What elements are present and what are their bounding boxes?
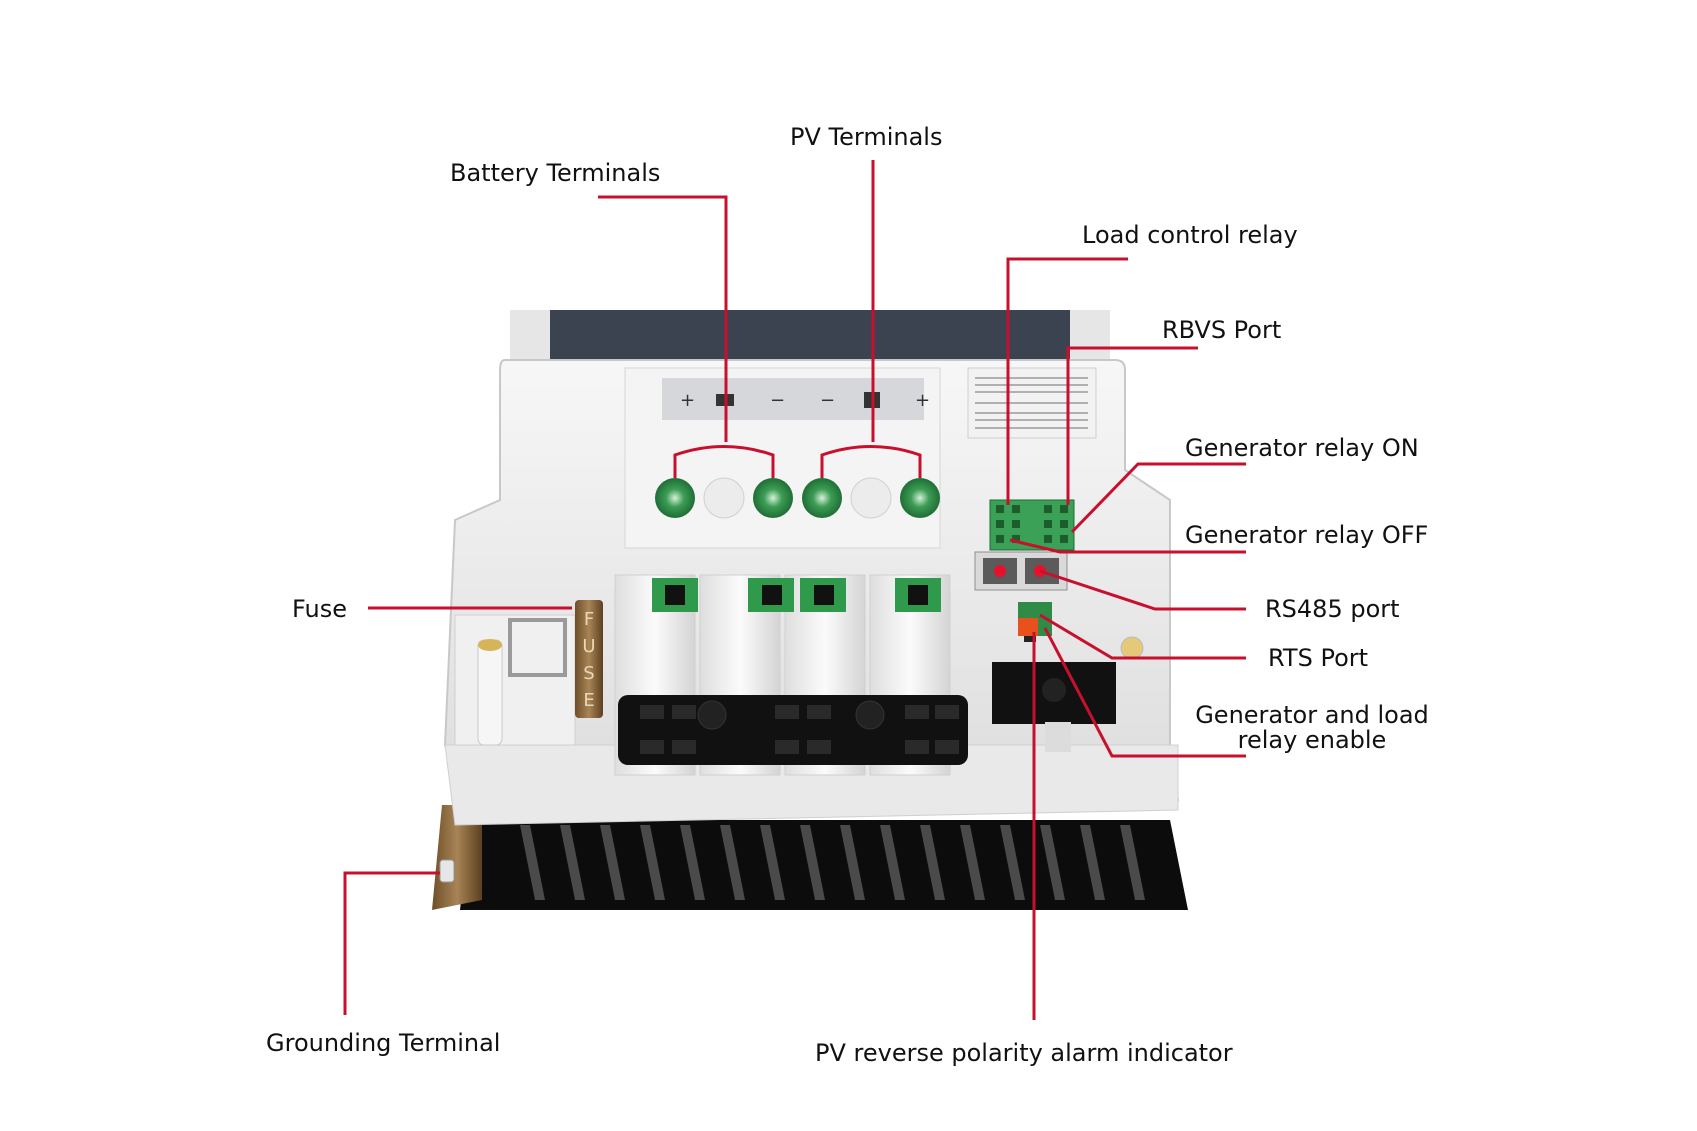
callout-gen-off [1009, 538, 1246, 554]
battery-plus-sign: + [680, 390, 695, 411]
cable-clamp [618, 695, 968, 765]
fuse-cavity: F U S E [454, 600, 603, 746]
label-load-control-relay: Load control relay [1082, 221, 1298, 249]
callout-battery [598, 195, 775, 478]
pv-plus-sign: + [915, 390, 930, 411]
grounding-bracket [432, 805, 482, 910]
heatsink [460, 820, 1188, 910]
battery-minus-sign: − [770, 390, 785, 411]
label-generator-relay-off: Generator relay OFF [1185, 521, 1429, 549]
label-generator-relay-on: Generator relay ON [1185, 434, 1419, 462]
terminal-screws [655, 477, 940, 519]
label-pv-reverse-polarity: PV reverse polarity alarm indicator [815, 1039, 1233, 1067]
small-clamp [992, 662, 1116, 752]
callout-rs485 [1039, 569, 1246, 611]
display-panel [540, 310, 1080, 370]
rj-ports [974, 551, 1068, 591]
label-rts-port: RTS Port [1268, 644, 1369, 672]
label-rbvs-port: RBVS Port [1162, 316, 1282, 344]
terminal-strip: + − − + [624, 367, 941, 549]
label-battery-terminals: Battery Terminals [450, 159, 661, 187]
label-rs485-port: RS485 port [1265, 595, 1400, 623]
label-grounding-terminal: Grounding Terminal [266, 1029, 501, 1057]
relay-connector [989, 499, 1075, 551]
callout-rbvs [1066, 346, 1198, 505]
fuse-letter-e: E [583, 690, 594, 711]
fuse [575, 600, 603, 718]
pv-minus-sign: − [820, 390, 835, 411]
label-generator-load-enable-2: relay enable [1237, 726, 1387, 754]
callout-grounding [343, 871, 440, 1015]
label-fuse: Fuse [292, 595, 347, 623]
callout-load-relay [1006, 257, 1128, 505]
callout-gen-load-enable [1043, 627, 1246, 758]
fuse-letter-u: U [582, 636, 595, 657]
fuse-letter-s: S [583, 663, 594, 684]
fuse-letter-f: F [584, 609, 594, 630]
label-generator-load-enable-1: Generator and load [1195, 701, 1429, 729]
callout-gen-on [1070, 462, 1246, 534]
label-pv-terminals: PV Terminals [790, 123, 943, 151]
callout-rts [1039, 613, 1246, 660]
callout-pv [820, 160, 922, 478]
